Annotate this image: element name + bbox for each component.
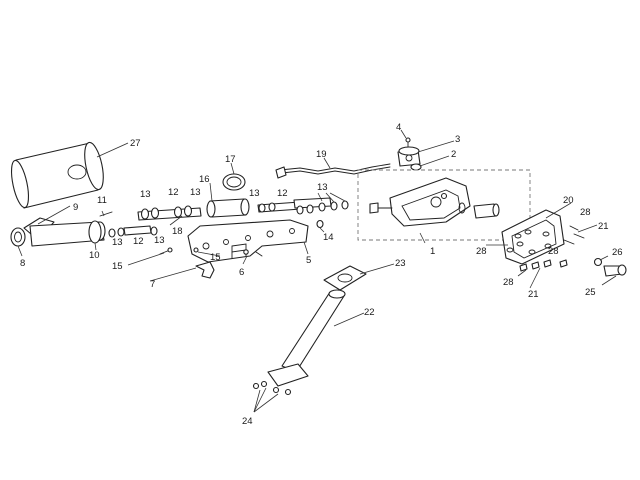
callout-21-a: 21: [598, 221, 609, 232]
part-20-gasket-plate: [501, 209, 565, 265]
callout-10: 10: [89, 250, 100, 261]
callout-12-a: 12: [168, 187, 179, 198]
part-7-rubber-elbow: [195, 261, 215, 279]
callout-13-c: 13: [249, 188, 260, 199]
part-24-nuts: [252, 380, 292, 396]
callout-13-a: 13: [140, 189, 151, 200]
part-1-pump-flange: [369, 177, 471, 227]
callout-16: 16: [199, 174, 210, 185]
callout-17: 17: [225, 154, 236, 165]
part-5-mounting-bracket: [187, 219, 309, 263]
callout-18: 18: [172, 226, 183, 237]
callout-3: 3: [455, 134, 460, 145]
callout-1: 1: [430, 246, 435, 257]
part-12-hose-left: [123, 225, 152, 236]
callout-9: 9: [73, 202, 78, 213]
part-8-inlet-clamp: [10, 227, 26, 247]
callout-28-d: 28: [503, 277, 514, 288]
callout-2: 2: [451, 149, 456, 160]
part-23-flange-gasket: [323, 265, 367, 291]
leader-lines: [17, 129, 617, 413]
part-14-fastener: [316, 219, 324, 229]
part-16-canister: [206, 198, 250, 218]
callout-27: 27: [130, 138, 141, 149]
callout-13-f: 13: [154, 235, 165, 246]
callout-24: 24: [242, 416, 253, 427]
part-15-screw-left: [159, 247, 173, 255]
part-25-drain-bolt: [603, 264, 627, 277]
part-28-washers: [506, 229, 552, 255]
part-6-bolts: [231, 249, 263, 259]
callout-26: 26: [612, 247, 623, 258]
part-19-wiring-lead: [275, 163, 391, 179]
callout-13-e: 13: [112, 237, 123, 248]
part-3-sender-unit: [397, 146, 421, 167]
callout-12-b: 12: [133, 236, 144, 247]
callout-8: 8: [20, 258, 25, 269]
part-22-pickup-tube: [267, 289, 346, 387]
callout-labels: 1 2 3 4 5 6 7 8 9 10 11 12 12 12 13 13 1…: [20, 122, 623, 427]
callout-4: 4: [396, 122, 401, 133]
callout-11: 11: [97, 195, 107, 206]
part-13-hose-right-cluster: [293, 197, 349, 215]
callout-5: 5: [306, 255, 311, 266]
callout-15-a: 15: [112, 261, 123, 272]
callout-28-c: 28: [476, 246, 487, 257]
part-11-bolt: [99, 211, 113, 217]
part-17-band-clip: [222, 173, 246, 191]
callout-23: 23: [395, 258, 406, 269]
callout-13-d: 13: [317, 182, 328, 193]
callout-21-b: 21: [528, 289, 539, 300]
part-26-washer: [593, 257, 603, 267]
callout-13-b: 13: [190, 187, 201, 198]
part-21-bolts-lower: [519, 259, 568, 272]
callout-28-a: 28: [580, 207, 591, 218]
part-12-hose-right: [257, 201, 302, 213]
assembly-1-frame: [357, 169, 531, 241]
part-1-outlet-fitting: [458, 202, 500, 219]
part-27-air-filter: [10, 141, 104, 209]
callout-12-c: 12: [277, 188, 288, 199]
callout-15-b: 15: [210, 252, 221, 263]
callout-6: 6: [239, 267, 244, 278]
part-18-breather-pipe: [137, 205, 202, 221]
callout-25: 25: [585, 287, 596, 298]
callout-28-b: 28: [548, 246, 559, 257]
callout-20: 20: [563, 195, 574, 206]
callout-7: 7: [150, 279, 155, 290]
part-15-screw-right: [193, 247, 199, 253]
part-10-hose-clip: [88, 220, 102, 244]
callout-19: 19: [316, 149, 327, 160]
part-13-ring-lower: [150, 226, 158, 236]
part-21-bolts-upper: [563, 225, 585, 245]
part-2-seal-ring: [410, 163, 422, 171]
callout-22: 22: [364, 307, 375, 318]
callout-14: 14: [323, 232, 334, 243]
part-13-ring-left: [108, 227, 125, 238]
